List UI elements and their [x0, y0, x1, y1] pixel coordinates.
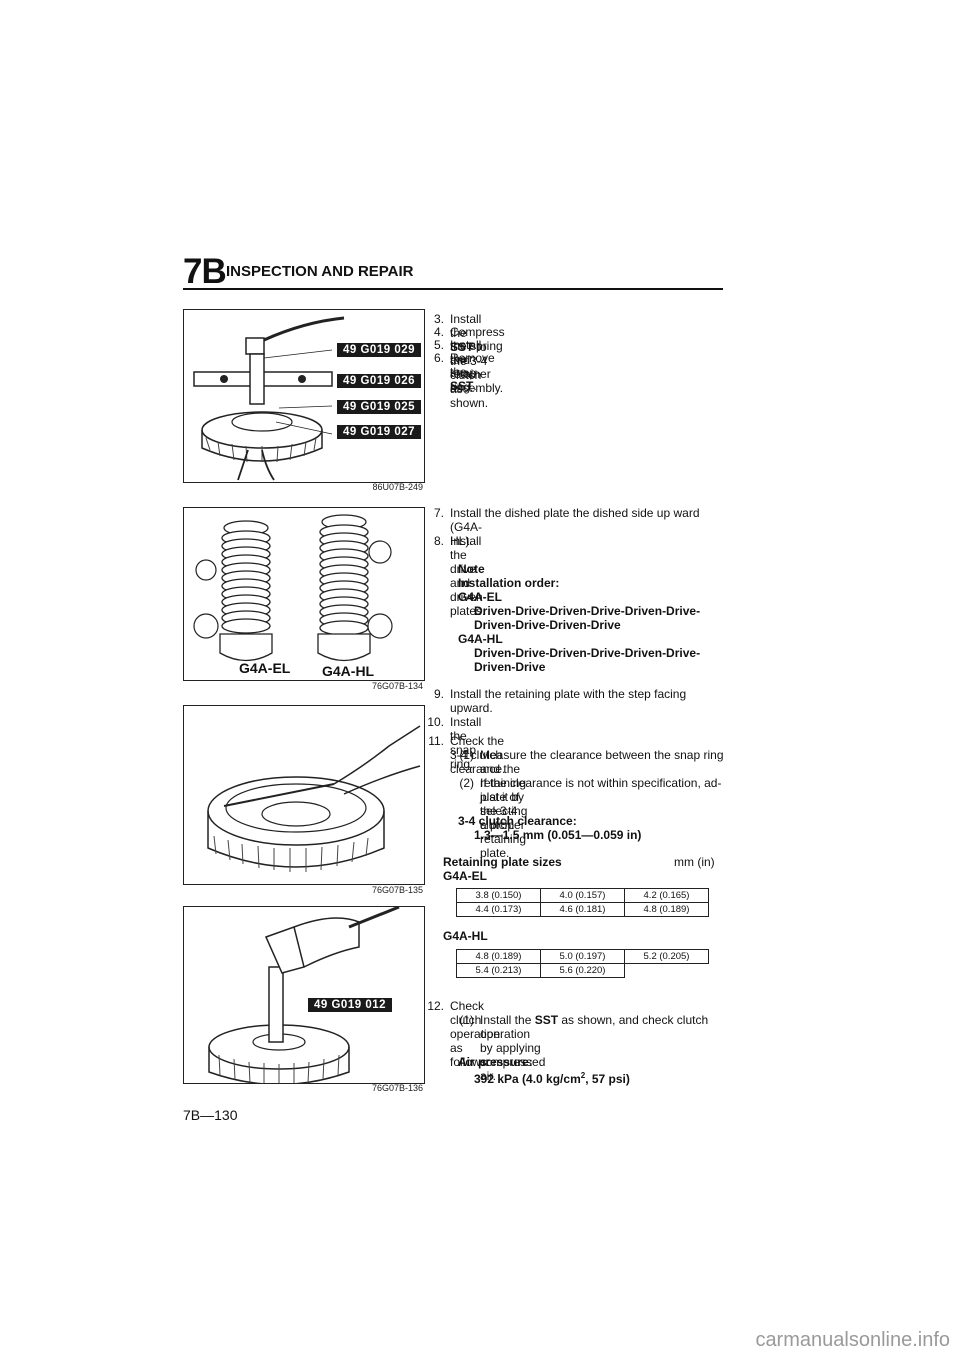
- clearance-value: 1.3—1.5 mm (0.051—0.059 in): [474, 828, 642, 842]
- note-title: Note: [458, 562, 485, 576]
- note-hl-line2: Driven-Drive: [474, 660, 546, 674]
- table-row: 3.8 (0.150) 4.0 (0.157) 4.2 (0.165): [456, 888, 709, 903]
- table-cell: 4.4 (0.173): [456, 902, 541, 917]
- tool-label-029: 49 G019 029: [337, 343, 422, 357]
- air-pressure-label: Air pressure:: [458, 1055, 533, 1069]
- table-cell: 4.0 (0.157): [540, 888, 625, 903]
- plate-stack-illustration: [193, 514, 393, 662]
- figure-code: 76G07B-135: [371, 885, 423, 895]
- section-number: 7B: [183, 252, 227, 291]
- note-el-line2: Driven-Drive-Driven-Drive: [474, 618, 621, 632]
- page-number: 7B—130: [183, 1107, 238, 1123]
- tool-label-025: 49 G019 025: [337, 400, 422, 414]
- table-cell: 5.0 (0.197): [540, 949, 625, 964]
- feeler-gauge-illustration: [207, 725, 421, 872]
- note-hl-label: G4A-HL: [458, 632, 503, 646]
- header-rule: [183, 288, 723, 290]
- plate-sizes-hl-label: G4A-HL: [443, 929, 488, 943]
- clearance-label: 3-4 clutch clearance:: [458, 814, 577, 828]
- watermark: carmanualsonline.info: [755, 1329, 950, 1351]
- table-cell: 5.2 (0.205): [624, 949, 709, 964]
- plate-sizes-el-table: 3.8 (0.150) 4.0 (0.157) 4.2 (0.165) 4.4 …: [456, 888, 709, 917]
- sst-tool-illustration: [193, 316, 345, 481]
- figure-sst-install: 49 G019 029 49 G019 026 49 G019 025 49 G…: [183, 309, 425, 483]
- tool-label-026: 49 G019 026: [337, 374, 422, 388]
- note-el-line1: Driven-Drive-Driven-Drive-Driven-Drive-: [474, 604, 701, 618]
- air-gun-illustration: [208, 907, 400, 1083]
- figure-code: 86U07B-249: [372, 482, 423, 492]
- tool-label-012: 49 G019 012: [308, 998, 393, 1012]
- note-hl-line1: Driven-Drive-Driven-Drive-Driven-Drive-: [474, 646, 701, 660]
- plate-sizes-el-label: G4A-EL: [443, 869, 488, 883]
- section-title: INSPECTION AND REPAIR: [226, 263, 414, 280]
- figure-code: 76G07B-136: [371, 1083, 423, 1093]
- plate-sizes-hl-table: 4.8 (0.189) 5.0 (0.197) 5.2 (0.205) 5.4 …: [456, 949, 709, 978]
- figure-clearance-measure: [183, 705, 425, 885]
- air-pressure-value: 392 kPa (4.0 kg/cm2, 57 psi): [474, 1071, 630, 1086]
- table-cell: 3.8 (0.150): [456, 888, 541, 903]
- note-el-label: G4A-EL: [458, 590, 503, 604]
- table-cell: 4.8 (0.189): [456, 949, 541, 964]
- table-row: 5.4 (0.213) 5.6 (0.220): [456, 963, 709, 978]
- table-row: 4.4 (0.173) 4.6 (0.181) 4.8 (0.189): [456, 902, 709, 917]
- table-cell: 4.6 (0.181): [540, 902, 625, 917]
- caption-g4a-el: G4A-EL: [239, 660, 291, 676]
- caption-g4a-hl: G4A-HL: [322, 663, 375, 679]
- tool-label-027: 49 G019 027: [337, 425, 422, 439]
- note-subtitle: Installation order:: [458, 576, 560, 590]
- figure-air-check: 49 G019 012: [183, 906, 425, 1084]
- table-cell: [625, 964, 709, 978]
- table-cell: 4.8 (0.189): [624, 902, 709, 917]
- plate-sizes-title: Retaining plate sizes: [443, 855, 562, 869]
- figure-code: 76G07B-134: [371, 681, 423, 691]
- plate-sizes-unit: mm (in): [674, 855, 715, 869]
- table-cell: 5.4 (0.213): [456, 963, 541, 978]
- table-cell: 4.2 (0.165): [624, 888, 709, 903]
- figure-plate-stacks: G4A-EL G4A-HL: [183, 507, 425, 681]
- table-row: 4.8 (0.189) 5.0 (0.197) 5.2 (0.205): [456, 949, 709, 964]
- table-cell: 5.6 (0.220): [540, 963, 625, 978]
